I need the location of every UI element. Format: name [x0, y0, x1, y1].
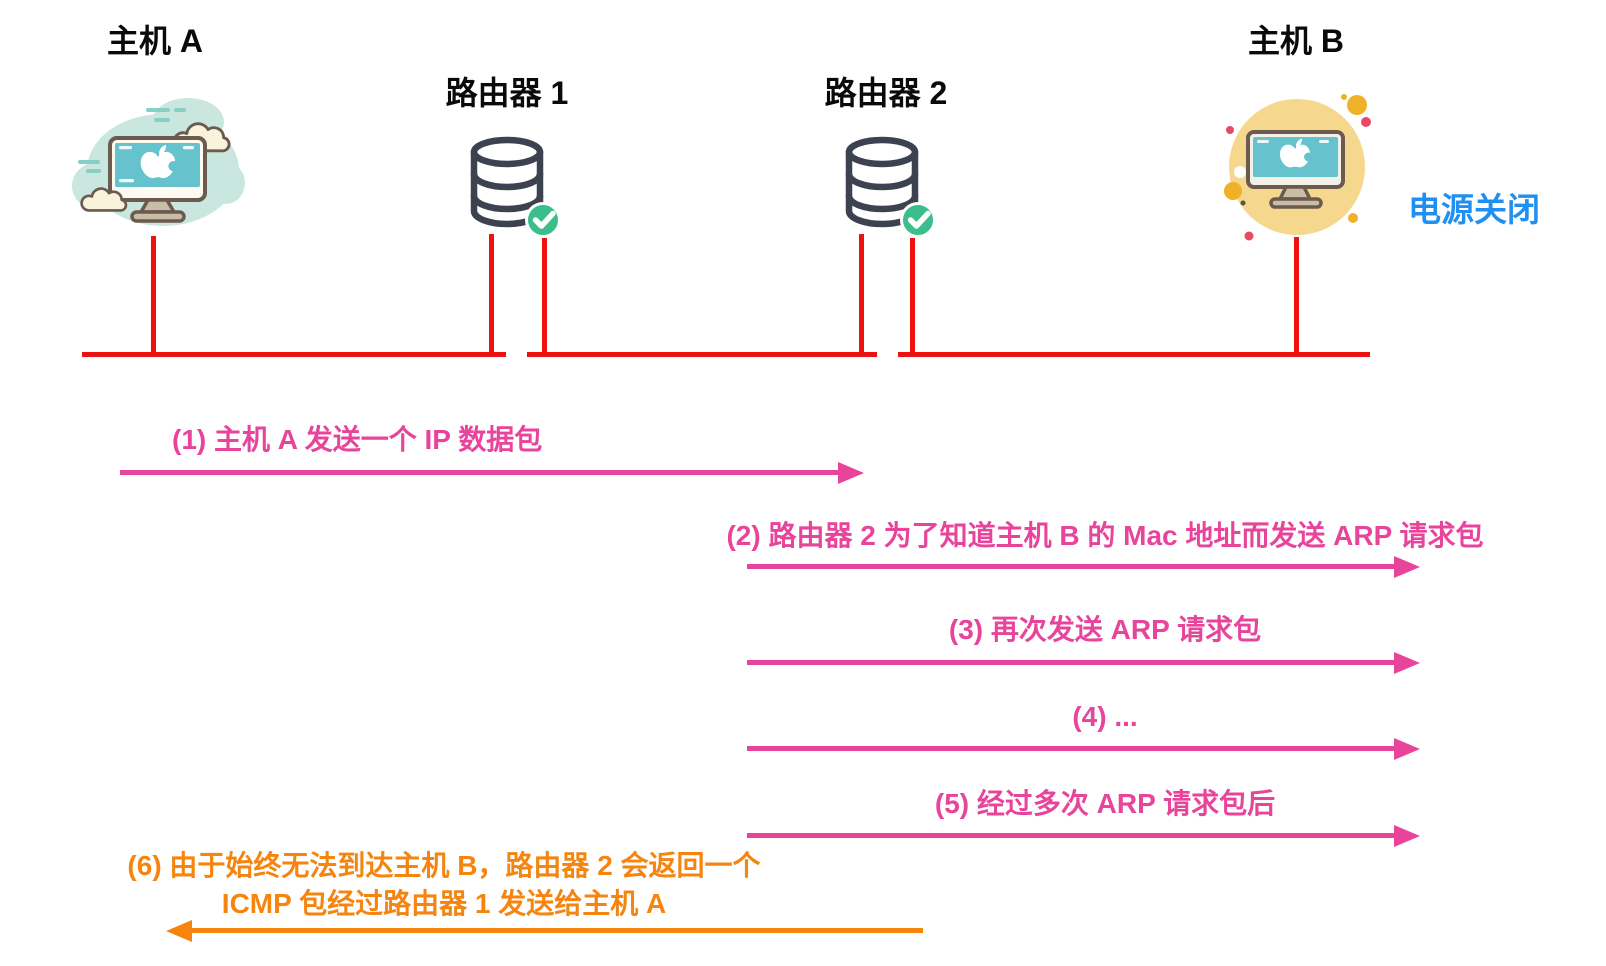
- check-icon: [525, 202, 561, 238]
- message-2-arrow: [747, 564, 1394, 569]
- host-b-label: 主机 B: [1247, 23, 1344, 59]
- router-2-link-right-line: [910, 238, 915, 354]
- router-1-label: 路由器 1: [445, 75, 569, 111]
- network-bus-1: [82, 352, 506, 357]
- power-off-label: 电源关闭: [1408, 191, 1540, 228]
- host-b-icon: [1224, 94, 1371, 241]
- network-bus-3: [898, 352, 1370, 357]
- check-icon: [900, 202, 936, 238]
- message-1-label: (1) 主机 A 发送一个 IP 数据包: [172, 424, 543, 455]
- message-6-label-line-2: ICMP 包经过路由器 1 发送给主机 A: [221, 888, 667, 919]
- router-2-link-left-line: [859, 234, 864, 354]
- host-a-link-line: [151, 236, 156, 354]
- message-2-label: (2) 路由器 2 为了知道主机 B 的 Mac 地址而发送 ARP 请求包: [726, 520, 1484, 551]
- router-1-link-right-line: [542, 238, 547, 354]
- message-4-arrow: [747, 746, 1394, 751]
- confetti-dots: [1224, 94, 1371, 241]
- message-6-arrow: [192, 928, 923, 933]
- message-1-arrow: [120, 470, 838, 475]
- database-icon: [845, 136, 919, 228]
- message-6-label-line-1: (6) 由于始终无法到达主机 B，路由器 2 会返回一个: [127, 850, 761, 881]
- network-bus-2: [527, 352, 877, 357]
- message-4-label: (4) ...: [1072, 701, 1138, 732]
- message-5-label: (5) 经过多次 ARP 请求包后: [934, 788, 1276, 819]
- router-1-link-left-line: [489, 234, 494, 354]
- message-6-label: (6) 由于始终无法到达主机 B，路由器 2 会返回一个 ICMP 包经过路由器…: [88, 847, 800, 923]
- router-1-icon: [470, 136, 561, 238]
- speed-lines: [78, 108, 186, 173]
- host-b-link-line: [1294, 237, 1299, 354]
- computer-icon: [108, 136, 207, 223]
- host-a-label: 主机 A: [106, 23, 203, 59]
- database-icon: [470, 136, 544, 228]
- computer-icon: [1246, 130, 1345, 209]
- host-a-icon: [72, 98, 245, 226]
- message-3-arrow: [747, 660, 1394, 665]
- message-3-label: (3) 再次发送 ARP 请求包: [948, 614, 1262, 645]
- router-2-label: 路由器 2: [824, 75, 948, 111]
- router-2-icon: [845, 136, 936, 238]
- message-5-arrow: [747, 833, 1394, 838]
